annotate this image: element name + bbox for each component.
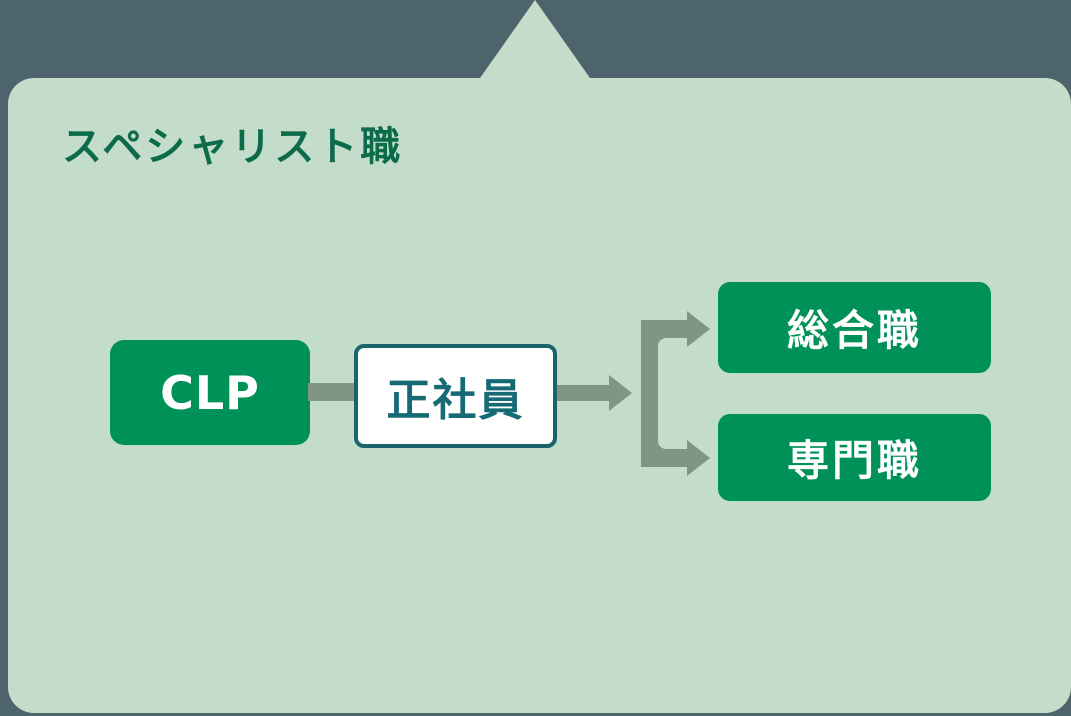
arrow-main-shaft [557, 385, 609, 401]
node-senmonshoku-label: 専門職 [786, 436, 922, 485]
node-seishain-label: 正社員 [386, 375, 525, 426]
speech-bubble-tail [480, 0, 590, 78]
connector-line [308, 383, 356, 401]
panel-title: スペシャリスト職 [62, 124, 404, 170]
branch-arrow-bottom-icon [687, 440, 710, 476]
node-senmonshoku: 専門職 [718, 414, 991, 501]
node-sougoushoku-label: 総合職 [786, 306, 922, 355]
branch-bracket-notch [658, 338, 687, 449]
node-clp: CLP [110, 340, 310, 445]
branch-arrow-top-icon [687, 311, 710, 347]
node-clp-label: CLP [160, 365, 260, 420]
arrow-right-icon [609, 375, 632, 411]
branch-bracket [641, 320, 687, 467]
node-seishain: 正社員 [354, 344, 557, 448]
node-sougoushoku: 総合職 [718, 282, 991, 373]
